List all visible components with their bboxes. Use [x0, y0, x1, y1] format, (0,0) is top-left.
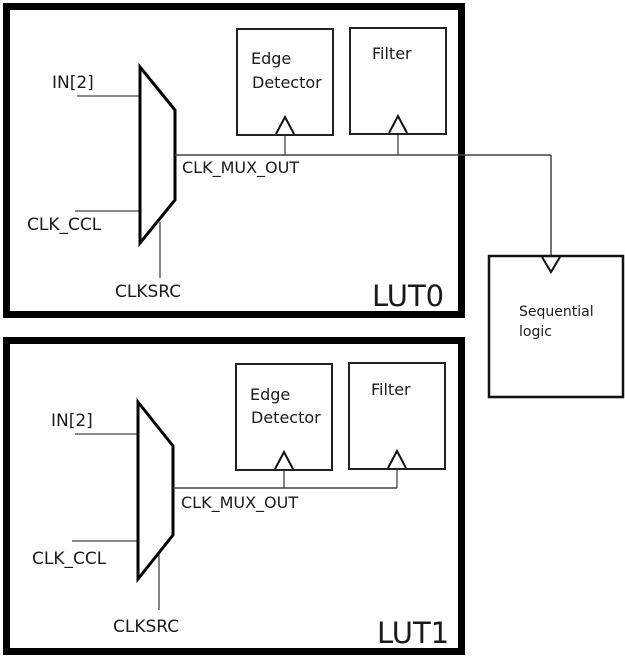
lut0-clkccl-label: CLK_CCL: [27, 215, 102, 235]
lut0-block: IN[2] CLK_CCL CLKSRC CLK_MUX_OUT Edge De…: [3, 3, 552, 318]
lut0-clk-mux-out-label: CLK_MUX_OUT: [182, 158, 299, 178]
lut1-edge-label-2: Detector: [251, 408, 321, 427]
sequential-clock-triangle-icon: [541, 256, 561, 274]
sequential-label-2: logic: [519, 324, 552, 340]
lut1-filter-label: Filter: [371, 380, 411, 399]
lut1-filter-clock-triangle-icon: [387, 448, 407, 469]
sequential-label-1: Sequential: [519, 304, 594, 320]
sequential-logic-block: Sequential logic: [487, 254, 625, 399]
lut1-clk-mux-out-label: CLK_MUX_OUT: [181, 493, 298, 513]
lut0-edge-label-2: Detector: [252, 73, 322, 92]
lut1-block: IN[2] CLK_CCL CLKSRC CLK_MUX_OUT Edge De…: [3, 337, 465, 655]
lut1-edge-clock-triangle-icon: [274, 449, 294, 470]
lut0-edge-clock-triangle-icon: [275, 114, 295, 135]
lut1-edge-label-1: Edge: [250, 385, 290, 404]
lut1-in2-label: IN[2]: [51, 411, 93, 431]
lut0-in2-label: IN[2]: [52, 73, 94, 93]
lut1-clksrc-label: CLKSRC: [113, 617, 179, 637]
sequential-logic-box: [487, 254, 625, 399]
lut0-filter-clock-triangle-icon: [388, 113, 408, 134]
lut0-edge-label-1: Edge: [251, 49, 291, 68]
lut0-frame: [3, 3, 465, 318]
lut0-clksrc-label: CLKSRC: [115, 282, 181, 302]
lut1-mux: [136, 397, 175, 584]
lut0-mux: [138, 62, 177, 248]
lut1-title: LUT1: [377, 616, 449, 650]
lut0-title: LUT0: [372, 279, 444, 313]
lut1-frame: [3, 337, 465, 655]
lut1-clkccl-label: CLK_CCL: [32, 549, 107, 569]
lut0-filter-label: Filter: [372, 44, 412, 63]
